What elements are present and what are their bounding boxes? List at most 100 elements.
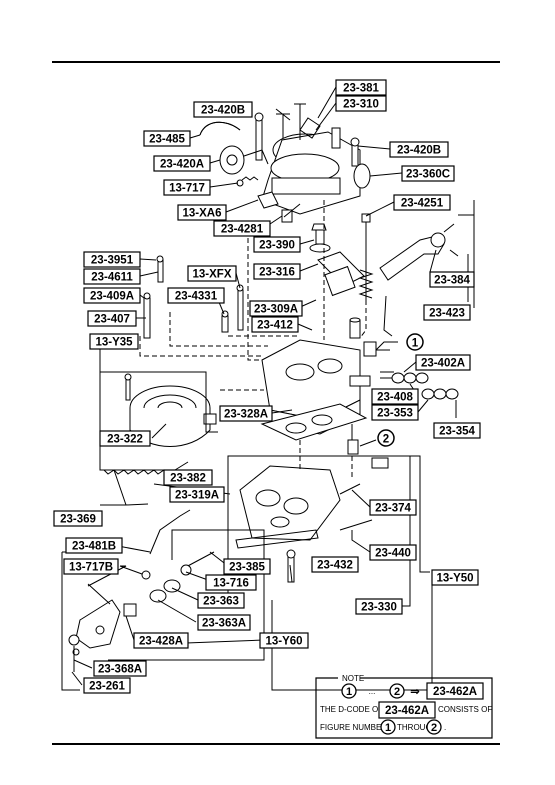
part-label-text: 23-4611: [91, 272, 133, 284]
part-label-23-481b: 23-481B: [65, 537, 123, 554]
part-label-13-y50: 13-Y50: [431, 569, 479, 586]
part-label-text: 23-261: [89, 681, 125, 693]
part-label-box: [369, 499, 417, 516]
part-label-box: [205, 574, 257, 591]
part-label-text: 23-384: [434, 275, 470, 287]
part-label-23-316: 23-316: [253, 263, 301, 280]
part-label-23-363: 23-363: [197, 592, 245, 609]
note-line2-post: CONSISTS OF: [438, 705, 492, 714]
part-label-box: [371, 404, 419, 421]
part-label-box: [401, 165, 455, 182]
part-label-box: [369, 544, 417, 561]
part-label-box: [431, 569, 479, 586]
note-code-a: 23-462A: [433, 686, 477, 698]
part-label-23-360c: 23-360C: [401, 165, 455, 182]
part-label-13-y60: 13-Y60: [259, 632, 309, 649]
part-label-box: [143, 130, 191, 147]
part-label-text: 23-369: [60, 514, 96, 526]
part-label-box: [335, 95, 387, 112]
part-label-text: 23-319A: [175, 490, 219, 502]
part-label-23-374: 23-374: [369, 499, 417, 516]
part-label-text: 23-440: [375, 548, 411, 560]
part-label-23-385: 23-385: [223, 558, 271, 575]
part-label-box: [193, 101, 253, 118]
part-label-text: 23-409A: [90, 291, 134, 303]
part-label-box: [169, 486, 225, 503]
part-label-23-402a: 23-402A: [415, 354, 471, 371]
part-label-box: [251, 316, 299, 333]
part-label-box: [389, 141, 449, 158]
part-label-text: 23-402A: [421, 358, 465, 370]
note-circle-2: 2: [394, 686, 400, 698]
part-label-23-319a: 23-319A: [169, 486, 225, 503]
part-label-box: [253, 263, 301, 280]
part-label-box: [87, 310, 137, 327]
part-label-23-408: 23-408: [371, 388, 419, 405]
part-label-box: [83, 287, 141, 304]
part-label-text: 23-420A: [160, 159, 204, 171]
note-dots: ...: [369, 687, 376, 696]
part-label-box: [163, 179, 211, 196]
part-label-box: [197, 614, 251, 631]
part-label-box: [163, 469, 213, 486]
part-label-23-382: 23-382: [163, 469, 213, 486]
part-label-box: [259, 632, 309, 649]
part-label-23-354: 23-354: [433, 422, 481, 439]
part-label-13-y35: 13-Y35: [89, 333, 139, 350]
part-label-23-261: 23-261: [83, 677, 131, 694]
part-label-text: 23-363A: [202, 618, 246, 630]
parts-illustration: [68, 103, 459, 672]
part-label-23-309a: 23-309A: [249, 300, 303, 317]
part-label-box: [133, 632, 189, 649]
part-label-text: 23-328A: [224, 409, 268, 421]
part-label-text: 23-385: [229, 562, 265, 574]
part-label-text: 23-330: [361, 602, 397, 614]
part-label-23-4251: 23-4251: [393, 194, 451, 211]
part-label-text: 23-390: [259, 240, 295, 252]
part-label-text: 23-3951: [91, 255, 134, 267]
part-label-box: [83, 677, 131, 694]
part-label-box: [311, 556, 359, 573]
part-label-text: 23-310: [343, 99, 379, 111]
part-label-23-4281: 23-4281: [213, 220, 271, 237]
part-label-23-3951: 23-3951: [83, 251, 141, 268]
part-label-23-310: 23-310: [335, 95, 387, 112]
dashed-assembly-lines: [139, 200, 367, 478]
part-label-23-420b-a: 23-420B: [193, 101, 253, 118]
part-label-box: [63, 558, 119, 575]
part-label-23-330: 23-330: [355, 598, 403, 615]
part-label-text: 23-420B: [201, 105, 245, 117]
part-label-text: 13-716: [213, 578, 249, 590]
note-line3-pre: FIGURE NUMBERS: [320, 723, 392, 732]
part-labels: 23-38123-31023-420B23-48523-420B23-420A2…: [53, 79, 481, 694]
note-line3-mid: THROUGH: [397, 723, 438, 732]
part-label-23-369: 23-369: [53, 510, 103, 527]
part-label-text: 23-4251: [401, 198, 444, 210]
part-label-text: 23-309A: [254, 304, 298, 316]
part-label-box: [197, 592, 245, 609]
part-label-23-4611: 23-4611: [83, 268, 141, 285]
part-label-text: 13-717: [169, 183, 205, 195]
part-label-text: 23-368A: [98, 664, 142, 676]
note-title: NOTE: [342, 674, 364, 683]
part-label-box: [167, 287, 225, 304]
part-label-text: 13-Y35: [95, 337, 133, 349]
part-label-box: [83, 268, 141, 285]
part-label-23-440: 23-440: [369, 544, 417, 561]
leader-lines: [71, 86, 475, 686]
part-label-box: [65, 537, 123, 554]
part-label-23-384: 23-384: [429, 271, 475, 288]
part-label-23-390: 23-390: [253, 236, 301, 253]
part-label-text: 23-354: [439, 426, 475, 438]
part-label-box: [415, 354, 471, 371]
part-label-box: [187, 265, 237, 282]
part-label-box: [393, 194, 451, 211]
callout-1: 1: [406, 333, 424, 351]
part-label-box: [223, 558, 271, 575]
part-label-23-322: 23-322: [99, 430, 151, 447]
part-label-text: 13-XA6: [183, 208, 222, 220]
part-label-13-717: 13-717: [163, 179, 211, 196]
part-label-text: 23-360C: [406, 169, 450, 181]
part-label-text: 23-381: [343, 83, 379, 95]
part-label-text: 23-428A: [139, 636, 183, 648]
